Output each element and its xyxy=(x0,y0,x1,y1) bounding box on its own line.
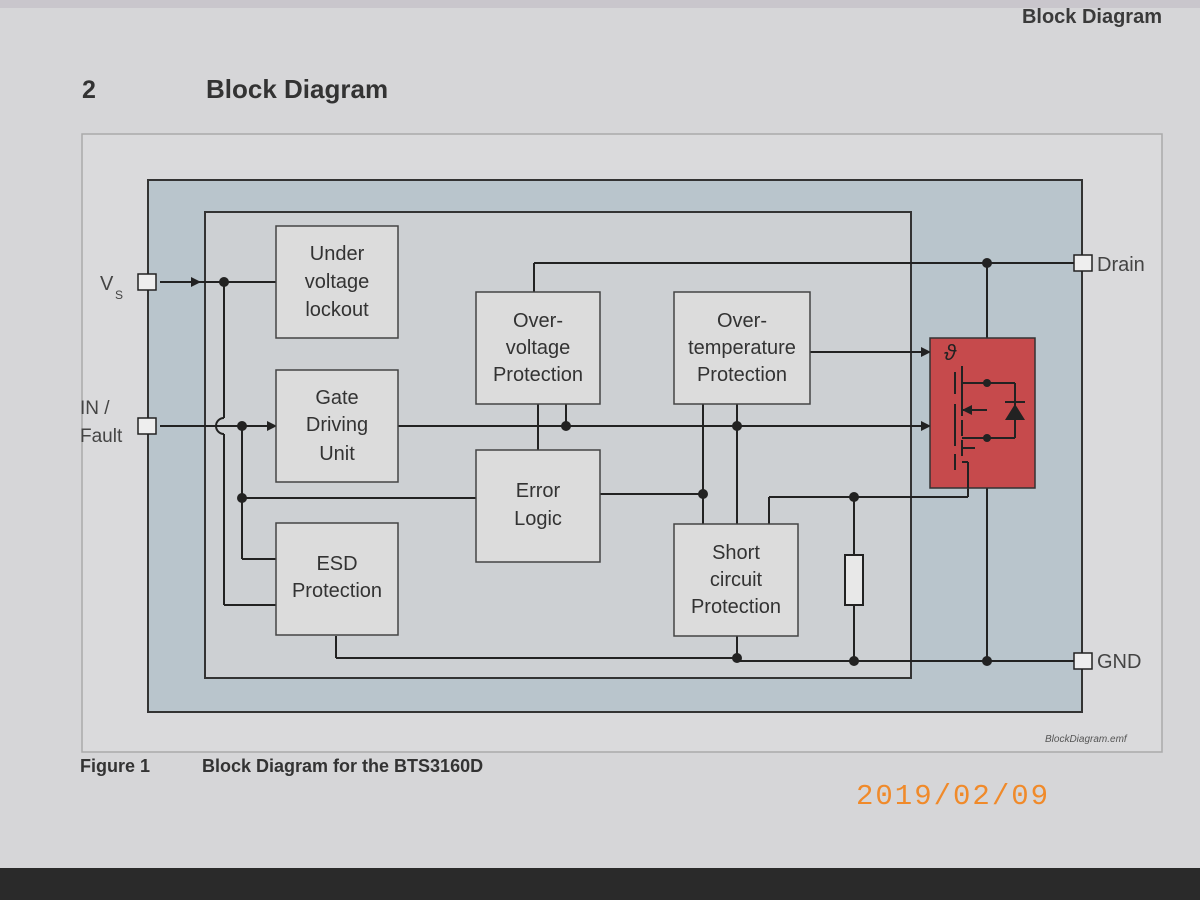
bottom-edge xyxy=(0,868,1200,900)
pin-vs-label: V xyxy=(100,273,114,295)
esd-line-2: Protection xyxy=(292,580,382,602)
uvlo-line-2: voltage xyxy=(305,271,370,293)
figure-caption: Block Diagram for the BTS3160D xyxy=(202,756,484,776)
overvoltage-protection-block: Over- voltage Protection xyxy=(475,291,601,405)
pin-vs xyxy=(137,273,157,291)
scp-line-1: Short xyxy=(712,542,760,564)
gate-line-2: Driving xyxy=(306,414,368,436)
figure-source-file: BlockDiagram.emf xyxy=(1045,734,1127,745)
short-circuit-protection-block: Short circuit Protection xyxy=(673,523,799,637)
scp-line-3: Protection xyxy=(691,596,781,618)
gate-driving-unit-block: Gate Driving Unit xyxy=(275,369,399,483)
pin-gnd-label: GND xyxy=(1097,651,1141,673)
sense-resistor xyxy=(844,554,864,606)
otp-line-1: Over- xyxy=(717,310,767,332)
temperature-sensor-symbol: ϑ xyxy=(944,340,957,365)
pin-drain-label: Drain xyxy=(1097,254,1145,276)
pin-drain xyxy=(1073,254,1093,272)
error-logic-block: Error Logic xyxy=(475,449,601,563)
running-header: Block Diagram xyxy=(1021,6,1162,28)
junction-dots xyxy=(219,258,992,666)
pin-fault-label: Fault xyxy=(80,426,123,447)
ovp-line-3: Protection xyxy=(493,364,583,386)
figure-label: Figure 1 xyxy=(80,756,151,776)
undervoltage-lockout-block: Under voltage lockout xyxy=(275,225,399,339)
ovp-line-1: Over- xyxy=(513,310,563,332)
power-mosfet-stage: ϑ xyxy=(929,337,1036,489)
top-edge xyxy=(0,0,1200,8)
wires xyxy=(160,262,1076,662)
ovp-line-2: voltage xyxy=(506,337,571,359)
uvlo-line-3: lockout xyxy=(305,299,369,321)
section-title: Block Diagram xyxy=(206,74,389,104)
camera-timestamp: 2019/02/09 xyxy=(856,780,1051,813)
pin-vs-subscript: S xyxy=(115,288,123,302)
error-line-2: Logic xyxy=(514,508,562,530)
scp-line-2: circuit xyxy=(710,569,763,591)
pin-in xyxy=(137,417,157,435)
uvlo-line-1: Under xyxy=(310,243,365,265)
section-number: 2 xyxy=(82,76,96,104)
overtemperature-protection-block: Over- temperature Protection xyxy=(673,291,811,405)
pin-in-label: IN / xyxy=(80,398,110,419)
otp-line-2: temperature xyxy=(688,337,796,359)
esd-protection-block: ESD Protection xyxy=(275,522,399,636)
pin-gnd xyxy=(1073,652,1093,670)
esd-line-1: ESD xyxy=(316,553,357,575)
otp-line-3: Protection xyxy=(697,364,787,386)
error-line-1: Error xyxy=(516,480,561,502)
gate-line-3: Unit xyxy=(319,443,355,465)
gate-line-1: Gate xyxy=(315,387,358,409)
